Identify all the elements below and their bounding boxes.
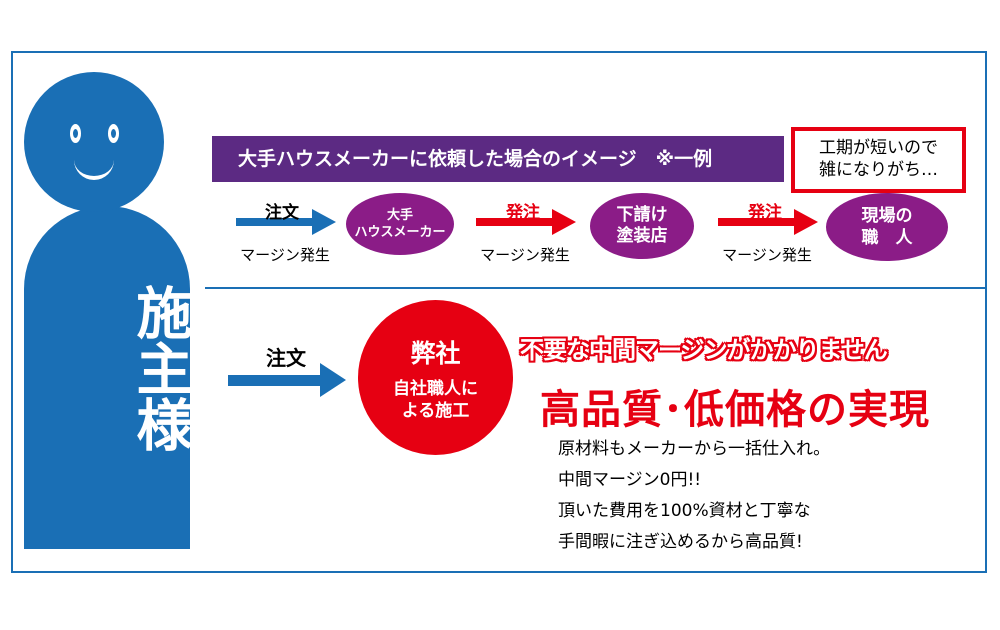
note-line: 工期が短いので xyxy=(819,138,938,158)
arrow-sub-label: マージン発生 xyxy=(480,246,570,264)
warning-note: 工期が短いので 雑になりがち… xyxy=(791,127,966,193)
arrow-label: 発注 xyxy=(748,203,782,223)
node-subcontractor: 下請け 塗装店 xyxy=(590,193,694,259)
node-line: 下請け xyxy=(616,205,668,225)
customer-figure-body: 施主様 xyxy=(24,206,192,549)
node-line: 職 人 xyxy=(861,228,913,248)
benefit-line: 中間マージン0円!! xyxy=(558,470,702,490)
node-line: 塗装店 xyxy=(616,226,668,246)
note-line: 雑になりがち… xyxy=(819,160,938,180)
benefit-line: 手間暇に注ぎ込めるから高品質! xyxy=(558,532,803,552)
arrow-label: 注文 xyxy=(265,203,299,223)
arrow-sub-label: マージン発生 xyxy=(722,246,812,264)
arrow-sub-label: マージン発生 xyxy=(240,246,330,264)
benefit-line: 原材料もメーカーから一括仕入れ。 xyxy=(558,439,831,459)
eye-icon xyxy=(108,124,119,143)
node-line: 現場の xyxy=(861,206,913,226)
node-line: ハウスメーカー xyxy=(354,225,446,240)
benefit-line: 頂いた費用を100%資材と丁寧な xyxy=(558,501,811,521)
arrow-label: 発注 xyxy=(506,203,540,223)
customer-label: 施主様 xyxy=(127,284,192,452)
major-builder-banner: 大手ハウスメーカーに依頼した場合のイメージ ※一例 xyxy=(212,136,784,182)
node-major-builder: 大手 ハウスメーカー xyxy=(346,193,454,255)
quality-price-headline: 高品質･低価格の実現 xyxy=(540,387,930,433)
section-divider xyxy=(205,287,987,289)
node-site-craftsman: 現場の 職 人 xyxy=(826,193,948,261)
diagram-frame xyxy=(11,51,987,573)
company-title: 弊社 xyxy=(410,339,461,368)
benefit-description: 原材料もメーカーから一括仕入れ。 中間マージン0円!! 頂いた費用を100%資材… xyxy=(558,434,830,558)
arrow-label: 注文 xyxy=(266,346,306,370)
company-line: 自社職人に xyxy=(393,379,478,399)
eye-icon xyxy=(70,124,81,143)
node-line: 大手 xyxy=(386,208,413,223)
no-margin-headline: 不要な中間マージンがかかりません xyxy=(520,336,888,364)
customer-figure-head xyxy=(24,72,164,212)
smile-icon xyxy=(74,156,114,180)
company-line: よる施工 xyxy=(401,401,470,421)
our-company-circle: 弊社 自社職人に よる施工 xyxy=(358,300,513,455)
